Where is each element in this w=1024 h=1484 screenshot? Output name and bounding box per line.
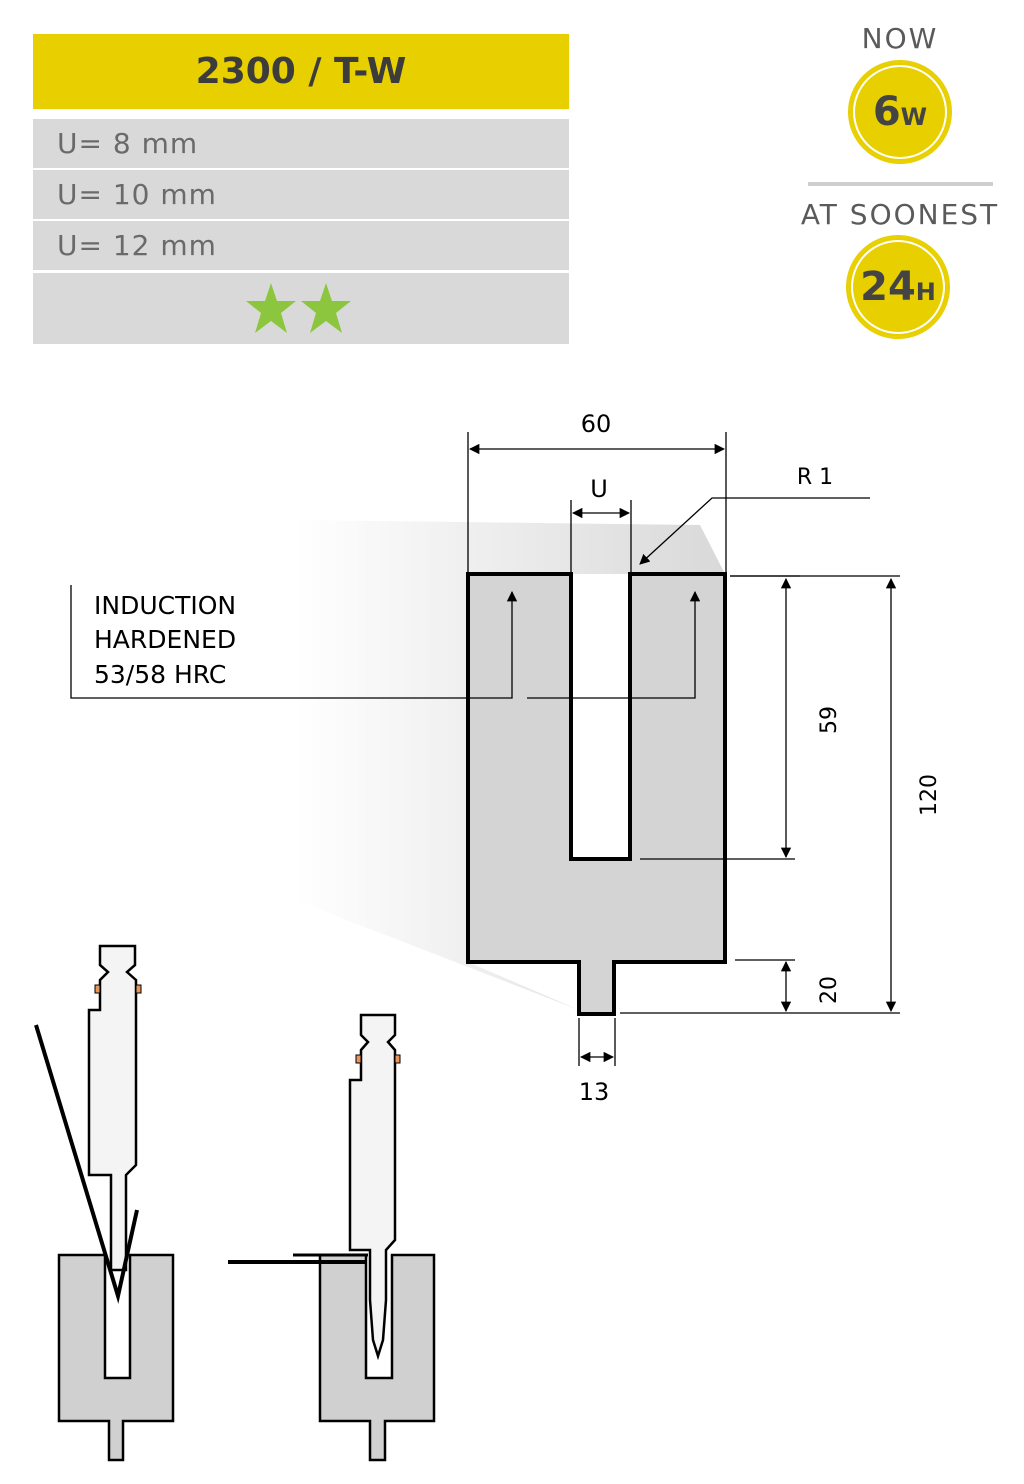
now-label: NOW: [861, 22, 939, 55]
dim-tang-height: 20: [817, 976, 842, 1004]
clamp-pin: [355, 1054, 362, 1064]
note-line-3: 53/58 HRC: [94, 660, 226, 689]
dim-height: 120: [917, 774, 942, 816]
now-value: 6: [872, 89, 901, 135]
clamp-pin: [135, 984, 142, 994]
note-line-2: HARDENED: [94, 625, 236, 654]
variant-u12: U= 12 mm: [33, 221, 569, 270]
shadow: [295, 520, 725, 1010]
die-shape: [318, 1253, 436, 1462]
dim-slot: U: [590, 475, 608, 503]
punch-shape: [87, 944, 138, 1272]
die-shape: [57, 1253, 175, 1462]
dim-tang-width: 13: [579, 1078, 610, 1106]
dimension-lines: [70, 432, 900, 1066]
note-line-1: INDUCTION: [94, 591, 236, 620]
bottoming-illustration: [228, 1013, 436, 1462]
rating-stars: [246, 282, 351, 333]
divider: [808, 182, 993, 186]
dim-slot-depth: 59: [817, 706, 842, 734]
air-bending-illustration: [34, 944, 175, 1462]
now-unit: W: [900, 103, 928, 131]
soonest-value: 24: [860, 264, 916, 310]
rating-row: [33, 273, 569, 344]
soonest-unit: H: [915, 278, 936, 306]
clamp-pin: [394, 1054, 401, 1064]
dim-width: 60: [581, 410, 612, 438]
die-profile: [466, 572, 727, 1016]
soonest-label: AT SOONEST: [800, 198, 1000, 231]
star-icon: [246, 282, 296, 333]
clamp-pin: [94, 984, 101, 994]
sheet: [34, 1024, 139, 1304]
punch-shape: [348, 1013, 397, 1361]
product-title: 2300 / T-W: [33, 34, 569, 109]
star-icon: [301, 282, 351, 333]
variant-u8: U= 8 mm: [33, 119, 569, 168]
dim-radius: R 1: [797, 465, 833, 490]
variant-u10: U= 10 mm: [33, 170, 569, 219]
